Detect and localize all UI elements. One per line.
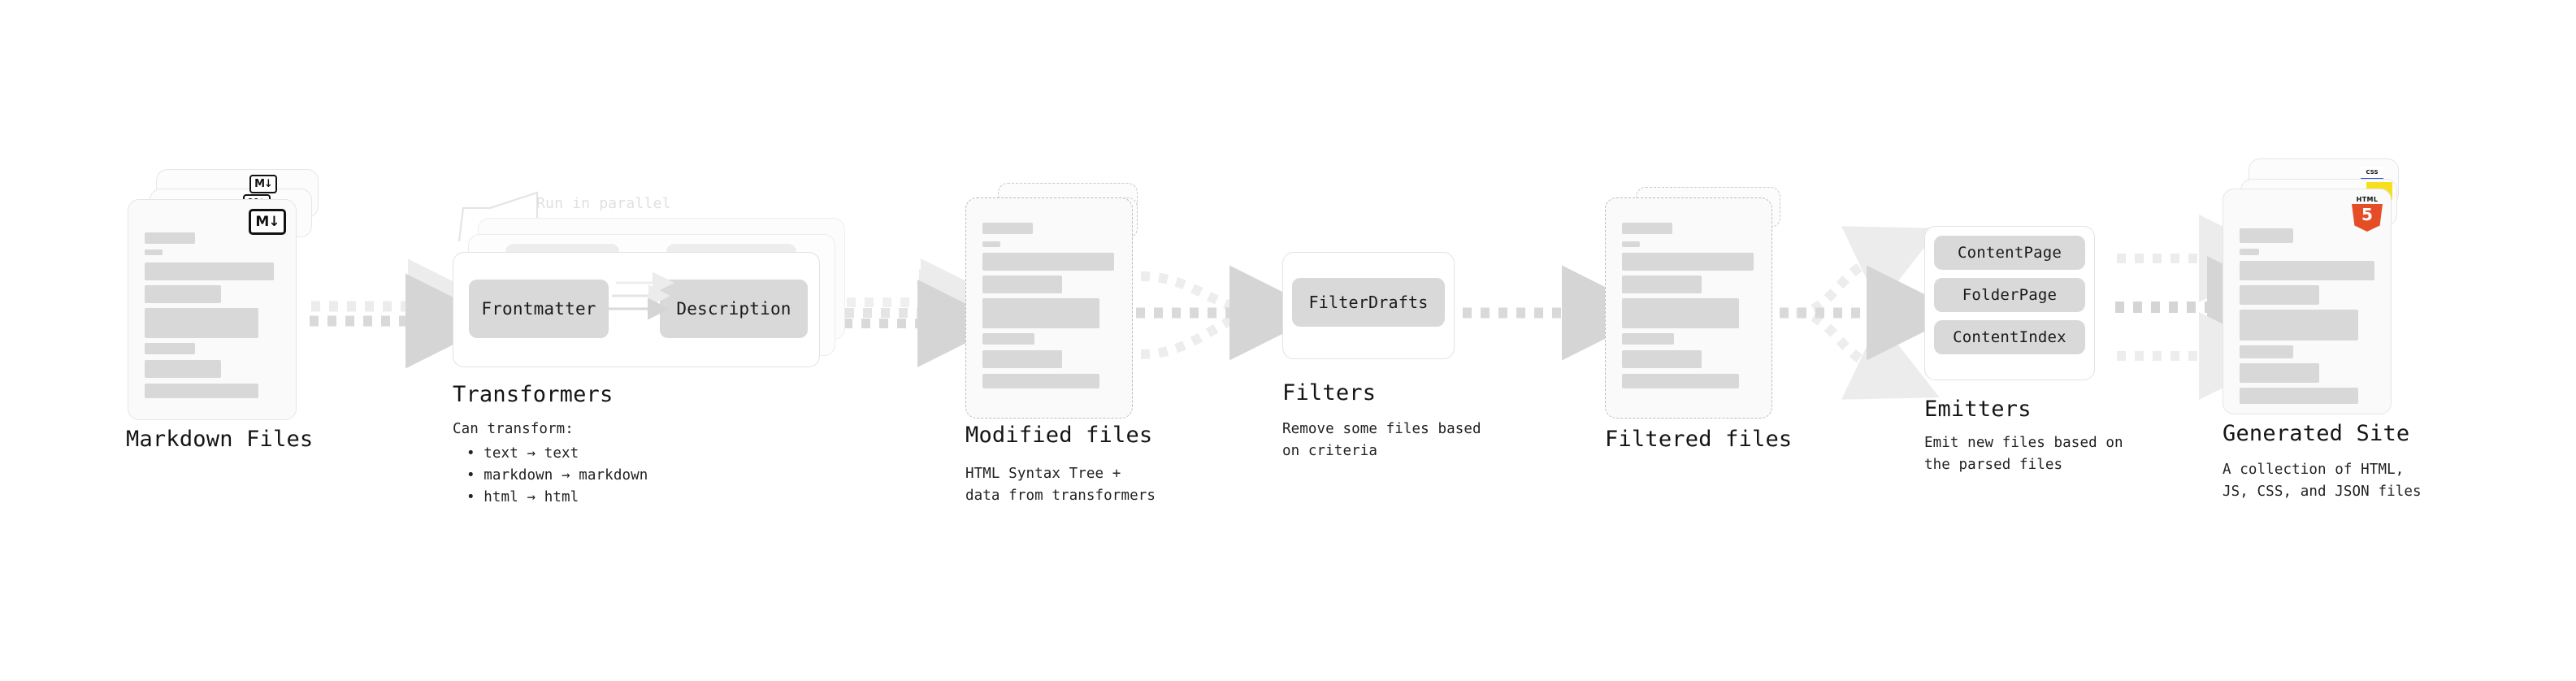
transformer-chip-frontmatter[interactable]: Frontmatter [469,280,609,338]
transformers-bullet-3: • html → html [466,489,579,505]
doc-bar [145,384,258,398]
doc-bar [1622,374,1739,388]
doc-bar [2240,285,2319,305]
doc-bar [1622,275,1702,293]
emitter-chip-contentindex[interactable]: ContentIndex [1934,320,2085,354]
modified-files-subtitle: HTML Syntax Tree + data from transformer… [965,466,1156,505]
doc-bar [145,249,163,255]
transformers-subtitle: Can transform: [453,421,574,437]
transformers-bullet-2: • markdown → markdown [466,467,648,484]
bullet-text: markdown → markdown [484,467,648,484]
bullet-text: html → html [484,489,579,505]
doc-bar [982,350,1062,368]
doc-bar [2240,363,2319,383]
emitter-chip-contentpage[interactable]: ContentPage [1934,236,2085,270]
stage-title-transformers: Transformers [453,382,614,407]
doc-bar [2240,310,2358,340]
doc-bar [145,262,274,280]
markdown-icon-ghost-2: M↓ [249,175,277,193]
doc-bar [2240,249,2259,255]
transformers-bullet-1: • text → text [466,445,579,462]
doc-bar [145,343,195,354]
emitters-subtitle: Emit new files based on the parsed files [1924,435,2123,474]
doc-bar [982,333,1034,345]
doc-bar [2240,228,2293,243]
doc-bar [1622,333,1674,345]
filters-subtitle: Remove some files based on criteria [1282,421,1481,460]
doc-bar [982,275,1062,293]
stage-title-filtered-files: Filtered files [1605,427,1793,452]
doc-bar [1622,298,1739,328]
connector-md-to-transformers [310,258,503,369]
connector-modified-to-filters [1136,265,1325,361]
connector-emitters-to-site [2115,215,2309,400]
generated-site-subtitle: A collection of HTML, JS, CSS, and JSON … [2223,462,2422,501]
doc-bar [982,223,1033,234]
doc-bar [1622,241,1640,247]
doc-bar [982,374,1099,388]
doc-bar [1622,253,1754,271]
stage-title-generated-site: Generated Site [2223,421,2410,446]
doc-bar [982,298,1099,328]
doc-bar [1622,223,1672,234]
filter-chip-filterdrafts[interactable]: FilterDrafts [1292,278,1445,327]
html5-icon-number: 5 [2361,205,2373,224]
run-in-parallel-label: Run in parallel [536,195,671,212]
doc-bar [145,285,221,303]
doc-bar [2240,388,2358,404]
transformer-chip-description[interactable]: Description [660,280,808,338]
css-icon-label: CSS [2366,169,2379,176]
emitter-chip-folderpage[interactable]: FolderPage [1934,278,2085,312]
stage-title-markdown-files: Markdown Files [126,427,314,452]
doc-bar [982,241,1000,247]
markdown-icon: M↓ [249,209,286,235]
markdown-file-card[interactable]: M↓ [128,199,297,420]
filtered-file-card[interactable] [1605,197,1772,419]
bullet-text: text → text [484,445,579,462]
doc-bar [982,253,1114,271]
generated-site-card[interactable]: HTML 5 [2223,189,2392,414]
stage-title-filters: Filters [1282,380,1377,406]
doc-bar [145,232,195,244]
doc-bar [145,308,258,338]
modified-file-card[interactable] [965,197,1133,419]
stage-title-emitters: Emitters [1924,397,2032,422]
stage-title-modified-files: Modified files [965,423,1153,448]
html5-icon-word: HTML [2356,196,2379,203]
doc-bar [145,360,221,378]
connector-filtered-to-emitters [1780,226,1962,400]
doc-bar [2240,345,2293,358]
html5-icon: HTML 5 [2352,196,2383,232]
doc-bar [2240,261,2374,280]
doc-bar [1622,350,1702,368]
